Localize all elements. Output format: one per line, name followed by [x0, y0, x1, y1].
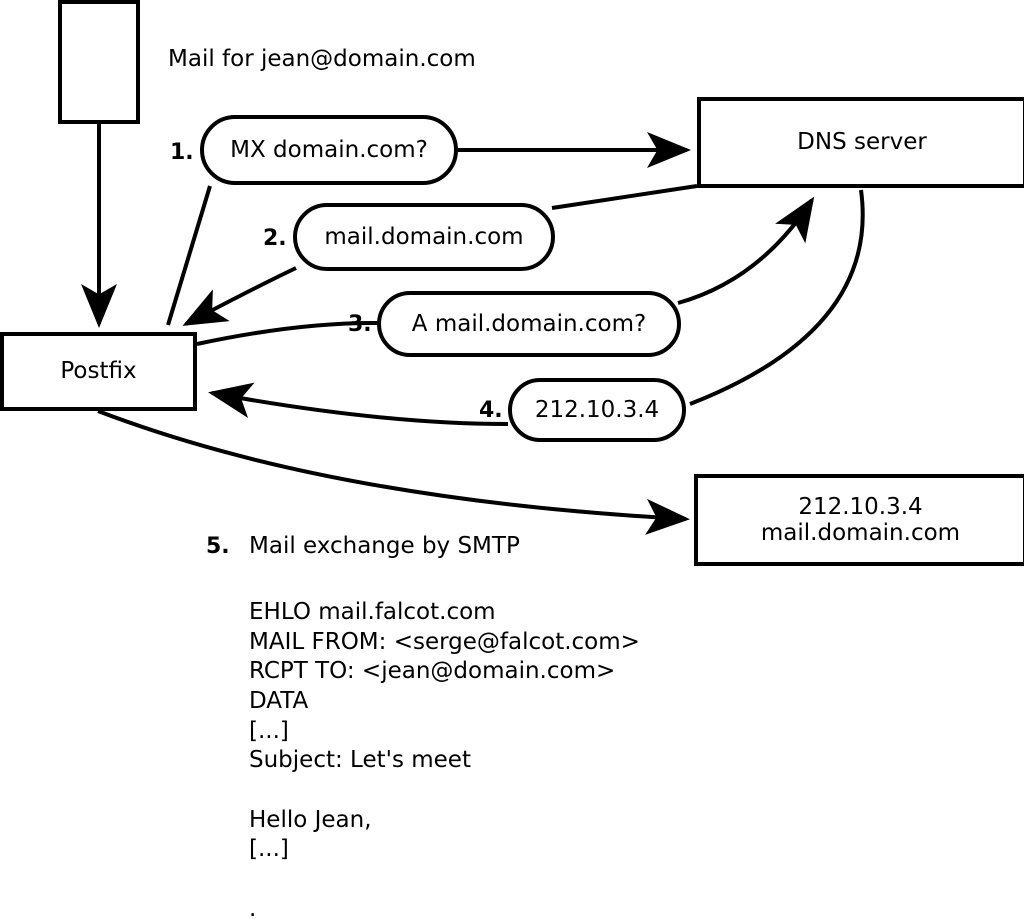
connector-step4-dns-to-bubble — [689, 189, 865, 406]
node-target-mail-server[interactable]: 212.10.3.4 mail.domain.com — [694, 474, 1024, 566]
step-number-2: 2. — [263, 226, 287, 251]
bubble-mx-query: MX domain.com? — [200, 115, 458, 185]
dns-server-label: DNS server — [797, 129, 927, 156]
connector-step2-dns-to-bubble — [551, 184, 698, 210]
step5-label: Mail exchange by SMTP — [249, 533, 520, 559]
source-mail-box — [58, 0, 140, 124]
connector-step2-bubble-to-postfix — [182, 266, 297, 326]
target-ip-label: 212.10.3.4 — [798, 493, 923, 520]
connector-step4-bubble-to-postfix — [208, 382, 509, 426]
step-number-4: 4. — [479, 398, 503, 423]
target-hostname-label: mail.domain.com — [760, 520, 961, 546]
connector-step5-postfix-to-target — [97, 409, 690, 535]
node-dns-server[interactable]: DNS server — [697, 97, 1024, 188]
step-number-5: 5. — [206, 534, 230, 559]
connector-step3-postfix-to-bubble — [196, 320, 380, 346]
step-number-1: 1. — [170, 140, 194, 165]
connector-step1-postfix-to-bubble — [166, 185, 212, 326]
node-postfix[interactable]: Postfix — [0, 332, 197, 411]
step-number-3: 3. — [348, 312, 372, 337]
connector-step3-bubble-to-dns — [677, 196, 815, 305]
bubble-a-query: A mail.domain.com? — [377, 291, 681, 357]
page-title: Mail for jean@domain.com — [168, 46, 476, 72]
smtp-transcript: EHLO mail.falcot.com MAIL FROM: <serge@f… — [249, 599, 640, 919]
bubble-a-answer: 212.10.3.4 — [508, 378, 686, 442]
postfix-label: Postfix — [60, 358, 137, 385]
bubble-mx-answer: mail.domain.com — [293, 203, 555, 271]
